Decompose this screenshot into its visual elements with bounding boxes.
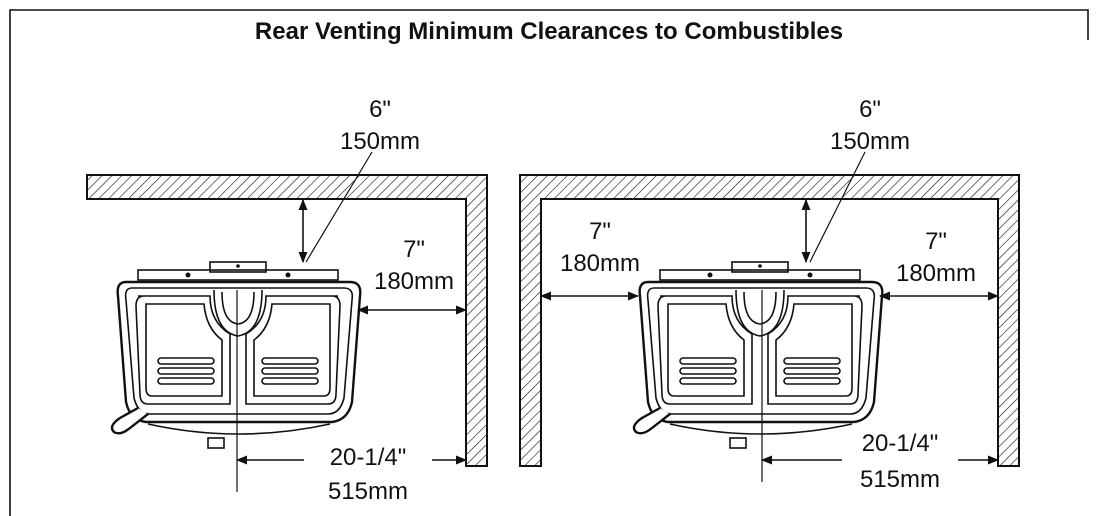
right-right-side-clearance-label: 7" 180mm xyxy=(895,228,977,287)
right-rear-clearance-label: 6" 150mm xyxy=(829,96,911,155)
left-rear-clearance-label: 6" 150mm xyxy=(339,96,421,155)
right-wall xyxy=(519,174,1020,467)
right-stove xyxy=(632,260,884,450)
left-diagram xyxy=(86,151,488,492)
right-diagram xyxy=(519,151,1020,482)
diagram-title: Rear Venting Minimum Clearances to Combu… xyxy=(254,18,844,45)
right-center-dimension-label: 20-1/4" 515mm xyxy=(836,430,964,494)
left-center-dimension-label: 20-1/4" 515mm xyxy=(304,444,432,506)
right-left-side-clearance-label: 7" 180mm xyxy=(559,218,641,277)
left-stove xyxy=(110,260,362,450)
left-side-clearance-label: 7" 180mm xyxy=(373,236,455,295)
left-wall xyxy=(86,174,488,467)
